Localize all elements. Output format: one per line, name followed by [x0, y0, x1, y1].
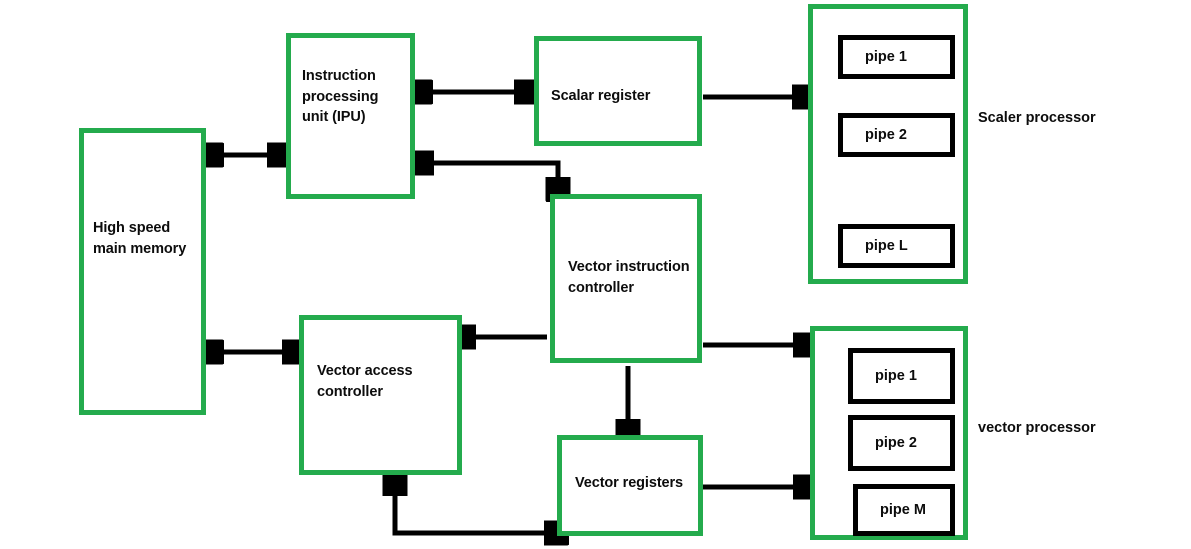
block-vector-instruction-controller[interactable]: Vector instruction controller — [550, 194, 702, 363]
pipe-box-scalar-L[interactable]: pipe L — [838, 224, 955, 268]
pipe-box-vector-2[interactable]: pipe 2 — [848, 415, 955, 471]
block-instruction-processing-unit[interactable]: Instruction processing unit (IPU) — [286, 33, 415, 199]
pipe-label: pipe 2 — [865, 127, 907, 143]
block-vector-registers[interactable]: Vector registers — [557, 435, 703, 536]
pipe-box-scalar-2[interactable]: pipe 2 — [838, 113, 955, 157]
block-label-vector-instruction-controller: Vector instruction controller — [568, 259, 690, 296]
pipe-box-vector-1[interactable]: pipe 1 — [848, 348, 955, 404]
block-label-ipu: Instruction processing unit (IPU) — [302, 68, 379, 126]
arrow-vector-registers-to-vac — [395, 483, 557, 536]
pipe-label: pipe 2 — [875, 435, 917, 451]
block-high-speed-main-memory[interactable]: High speed main memory — [79, 128, 206, 415]
pipe-box-vector-M[interactable]: pipe M — [853, 484, 955, 536]
block-label-main-memory: High speed main memory — [93, 220, 187, 257]
block-scaler-processor[interactable]: pipe 1 pipe 2 pipe L — [808, 4, 968, 284]
block-vector-processor[interactable]: pipe 1 pipe 2 pipe M — [810, 326, 968, 540]
arrow-vic-to-ipu — [421, 163, 561, 190]
scaler-processor-side-label: Scaler processor — [978, 110, 1096, 126]
block-label-vector-registers: Vector registers — [575, 475, 684, 491]
block-label-vector-access-controller: Vector access controller — [317, 363, 413, 400]
block-scalar-register[interactable]: Scalar register — [534, 36, 702, 146]
block-vector-access-controller[interactable]: Vector access controller — [299, 315, 462, 475]
vector-processor-side-label: vector processor — [978, 420, 1096, 436]
pipe-label: pipe M — [880, 502, 926, 518]
block-label-scalar-register: Scalar register — [551, 88, 651, 104]
pipe-label: pipe L — [865, 238, 908, 254]
pipe-label: pipe 1 — [865, 49, 907, 65]
pipe-label: pipe 1 — [875, 368, 917, 384]
pipe-box-scalar-1[interactable]: pipe 1 — [838, 35, 955, 79]
